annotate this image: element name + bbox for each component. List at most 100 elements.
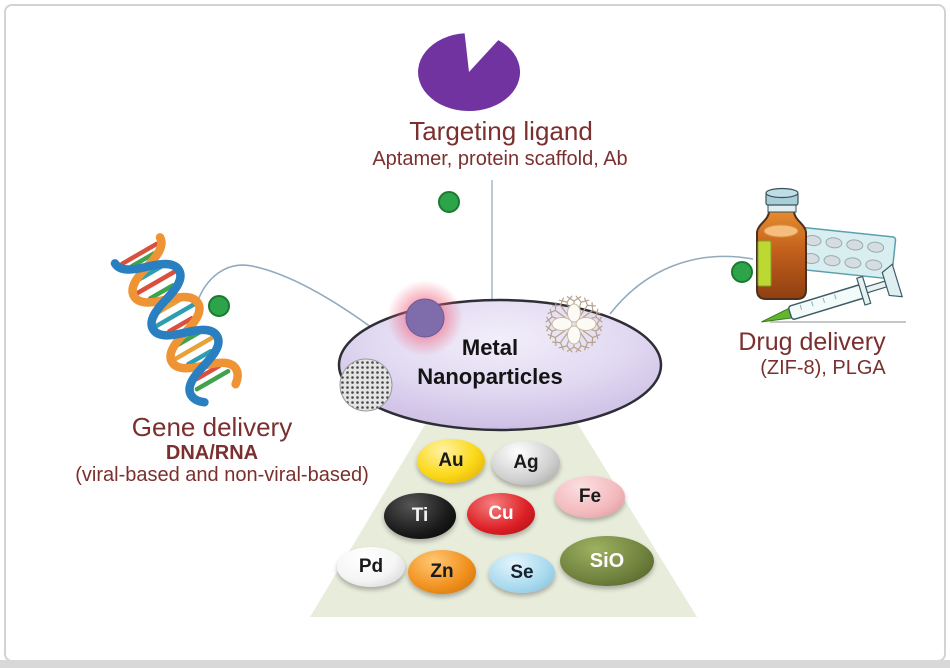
decorative-line bbox=[559, 304, 569, 316]
metal-symbol: Zn bbox=[430, 561, 454, 582]
gene-connector-curve bbox=[196, 264, 380, 334]
horizontal-scrollbar[interactable] bbox=[0, 660, 950, 668]
decorative-line bbox=[172, 334, 216, 362]
decorative-line bbox=[586, 341, 596, 344]
dna-helix-icon bbox=[110, 233, 242, 407]
decorative-line bbox=[579, 332, 589, 344]
metal-pill-zn: Zn bbox=[408, 550, 476, 594]
polymer-nanoparticle-icon bbox=[387, 280, 463, 356]
decorative-line bbox=[552, 304, 562, 307]
metal-symbol: Cu bbox=[488, 503, 514, 524]
metal-pill-ag: Ag bbox=[492, 441, 560, 485]
gene-delivery-subtitle: DNA/RNA bbox=[165, 442, 259, 464]
decorative-line bbox=[549, 330, 553, 340]
medicine-bottle-blister-syringe-icon bbox=[756, 187, 906, 323]
decorative-line bbox=[554, 309, 566, 319]
decorative-line bbox=[579, 304, 589, 316]
targeting-ligand-subtitle: Aptamer, protein scaffold, Ab bbox=[372, 148, 628, 170]
decorative-line bbox=[586, 304, 596, 307]
decorative-line bbox=[134, 269, 178, 296]
decorative-line bbox=[194, 363, 222, 382]
decorative-line bbox=[584, 297, 589, 306]
decorative-line bbox=[545, 316, 553, 323]
targeting-ligand-title: Targeting ligand bbox=[409, 116, 593, 146]
decorative-line bbox=[194, 368, 231, 392]
decorative-line bbox=[554, 302, 557, 312]
decorative-line bbox=[595, 325, 603, 332]
metal-symbol: Fe bbox=[578, 486, 602, 507]
pacman-wedge-icon bbox=[418, 33, 521, 112]
decorative-line bbox=[552, 341, 562, 344]
decorative-line bbox=[566, 345, 573, 353]
decorative-line bbox=[591, 336, 594, 346]
decorative-line bbox=[596, 323, 602, 332]
metal-nanoparticles-line2: Nanoparticles bbox=[417, 364, 563, 389]
decorative-line bbox=[554, 329, 566, 339]
gene-delivery-note: (viral-based and non-viral-based) bbox=[75, 464, 369, 486]
decorative-line bbox=[185, 348, 214, 367]
decorative-line bbox=[595, 308, 599, 318]
decorative-line bbox=[566, 295, 573, 303]
metal-pill-sio: SiO bbox=[560, 536, 654, 586]
drug-delivery-title: Drug delivery bbox=[738, 328, 886, 356]
connector-lines bbox=[196, 180, 754, 334]
metal-pill-au: Au bbox=[417, 439, 485, 483]
decorative-line bbox=[575, 345, 582, 353]
decorative-line bbox=[573, 346, 582, 352]
metal-pill-fe: Fe bbox=[555, 476, 625, 518]
decorative-line bbox=[582, 309, 594, 319]
metal-pill-pd: Pd bbox=[337, 547, 405, 587]
metal-symbol: Se bbox=[510, 562, 534, 583]
dendrimer-icon bbox=[545, 295, 603, 353]
decorative-line bbox=[549, 308, 553, 318]
decorative-line bbox=[592, 334, 601, 339]
metal-pill-se: Se bbox=[489, 553, 555, 593]
decorative-line bbox=[559, 342, 564, 351]
metal-symbol: Ag bbox=[513, 452, 539, 473]
metal-pill-ti: Ti bbox=[384, 493, 456, 539]
drug-delivery-subtitle: (ZIF-8), PLGA bbox=[760, 357, 886, 379]
metal-nanoparticles-line1: Metal bbox=[461, 335, 519, 360]
mesoporous-nanoparticle-icon bbox=[339, 358, 393, 412]
metal-nanoparticles-label: Metal Nanoparticles bbox=[330, 333, 650, 391]
decorative-line bbox=[591, 302, 594, 312]
decorative-line bbox=[580, 345, 590, 349]
decorative-line bbox=[547, 309, 556, 314]
drug-connector-curve bbox=[609, 255, 754, 315]
decorative-line bbox=[129, 251, 157, 269]
metal-symbol: Pd bbox=[358, 556, 384, 577]
decorative-line bbox=[546, 316, 552, 325]
green-dot-icon bbox=[438, 191, 460, 213]
decorative-line bbox=[592, 309, 601, 314]
decorative-line bbox=[573, 296, 582, 302]
decorative-line bbox=[566, 296, 575, 302]
decorative-line bbox=[584, 342, 589, 351]
decorative-line bbox=[575, 295, 582, 303]
blister-pack-icon bbox=[794, 226, 897, 280]
decorative-line bbox=[566, 346, 575, 352]
syringe-icon bbox=[761, 263, 904, 323]
medicine-bottle-icon bbox=[756, 187, 807, 300]
decorative-line bbox=[558, 345, 568, 349]
decorative-line bbox=[546, 323, 552, 332]
decorative-line bbox=[559, 332, 569, 344]
connector-dots bbox=[208, 191, 753, 317]
decorative-line bbox=[119, 241, 160, 267]
gene-delivery-title: Gene delivery bbox=[131, 412, 293, 442]
decorative-line bbox=[153, 302, 197, 329]
decorative-line bbox=[147, 283, 176, 301]
decorative-line bbox=[595, 316, 603, 323]
decorative-line bbox=[582, 329, 594, 339]
green-dot-icon bbox=[208, 295, 230, 317]
metal-symbol: Au bbox=[438, 450, 464, 471]
decorative-line bbox=[545, 325, 553, 332]
decorative-line bbox=[554, 336, 557, 346]
decorative-line bbox=[547, 334, 556, 339]
metal-symbol: SiO bbox=[589, 549, 625, 572]
green-dot-icon bbox=[731, 261, 753, 283]
decorative-line bbox=[596, 316, 602, 325]
decorative-line bbox=[595, 330, 599, 340]
metal-symbol: Ti bbox=[411, 505, 429, 526]
decorative-line bbox=[580, 299, 590, 303]
